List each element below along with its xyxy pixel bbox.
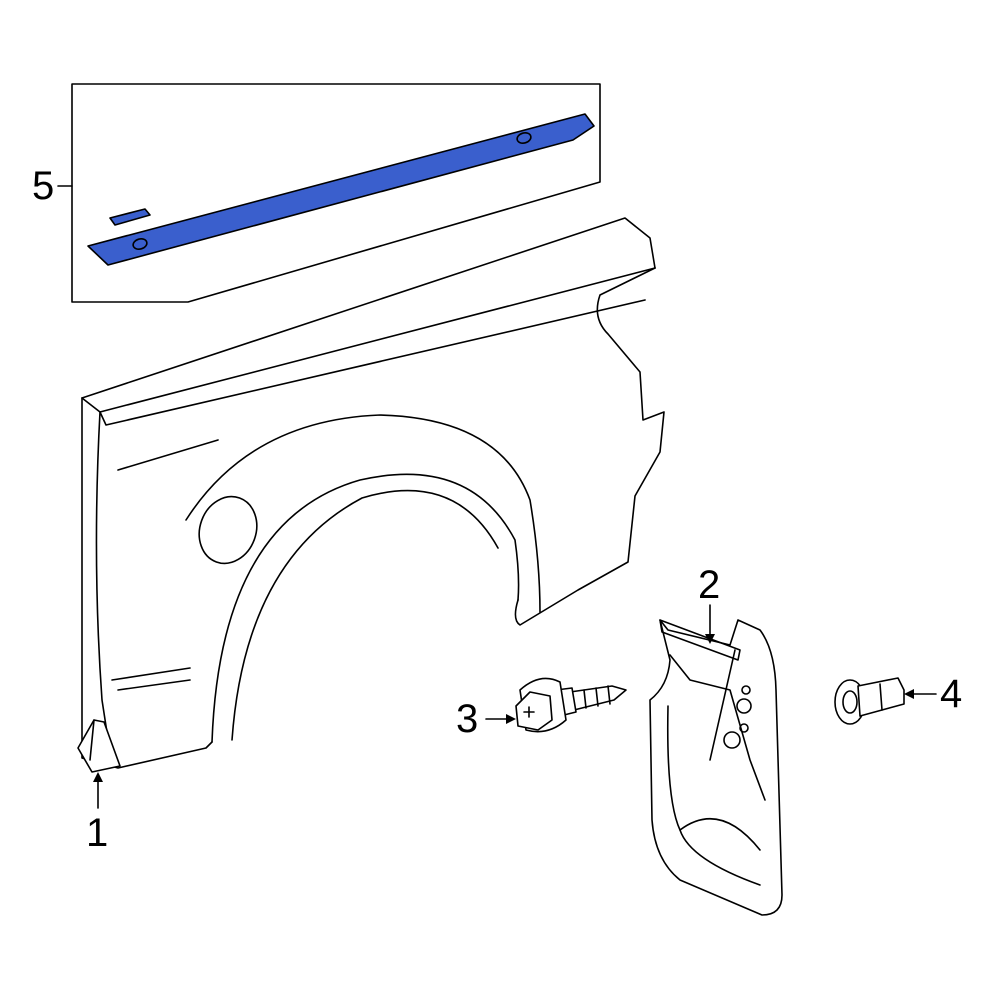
molding-strip-highlighted[interactable] — [87, 113, 595, 266]
callout-2: 2 — [698, 563, 720, 644]
part-1-bracket[interactable] — [77, 719, 121, 773]
molding-clip-tab[interactable] — [109, 208, 151, 226]
callout-2-label: 2 — [698, 563, 720, 607]
part-2-mud-flap[interactable] — [649, 619, 783, 916]
callout-4: 4 — [904, 672, 962, 716]
molding-hole-right — [516, 132, 532, 144]
fuel-door — [198, 495, 258, 565]
part-4-retainer[interactable] — [834, 677, 905, 725]
callout-1-label: 1 — [86, 811, 108, 855]
quarter-panel — [81, 217, 665, 769]
callout-5-label: 5 — [32, 164, 54, 208]
callout-1: 1 — [86, 772, 108, 855]
molding-strip-body[interactable] — [87, 113, 595, 266]
callout-3-label: 3 — [456, 697, 478, 741]
part-3-bolt[interactable] — [515, 677, 627, 733]
inset-box — [71, 83, 601, 303]
molding-hole-left — [132, 238, 148, 250]
callout-4-label: 4 — [940, 672, 962, 716]
callout-5: 5 — [32, 164, 73, 208]
callout-3: 3 — [456, 697, 516, 741]
